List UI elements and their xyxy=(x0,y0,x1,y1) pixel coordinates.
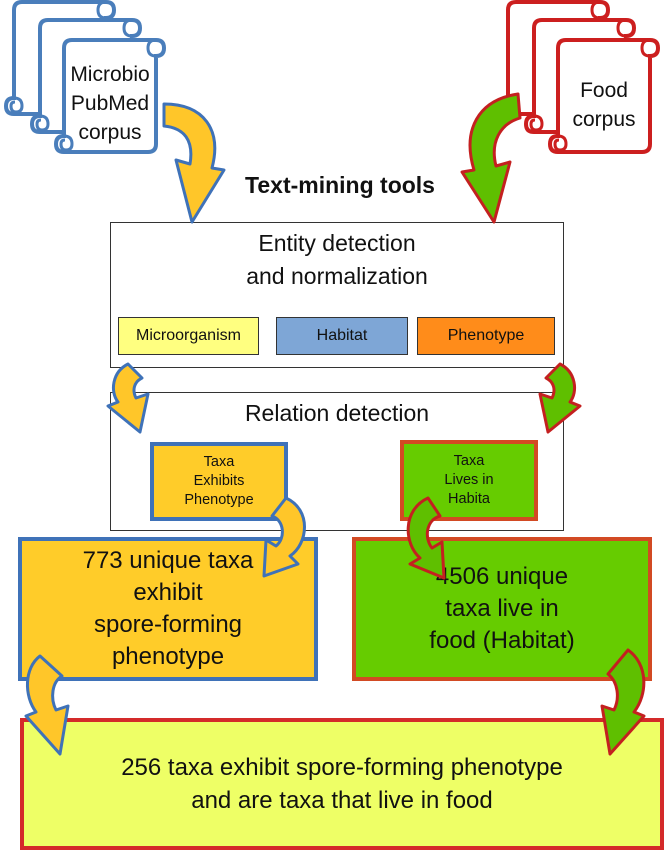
entity-detection-title-line: Entity detection xyxy=(258,230,416,256)
result-line: spore-forming xyxy=(93,611,243,638)
microbio-corpus-line: PubMed xyxy=(70,92,150,115)
food-corpus-label: Food corpus xyxy=(552,76,656,134)
entity-detection-title-line: and normalization xyxy=(246,263,428,289)
relation-line: Taxa xyxy=(453,453,485,469)
relation-taxa-exhibits-phenotype: Taxa Exhibits Phenotype xyxy=(150,442,288,521)
relation-line: Lives in xyxy=(444,472,494,488)
relation-line: Phenotype xyxy=(184,492,254,508)
tag-phenotype: Phenotype xyxy=(417,317,555,355)
microbio-corpus-line: corpus xyxy=(78,121,142,144)
text-mining-tools-heading: Text-mining tools xyxy=(245,172,435,198)
result-line: phenotype xyxy=(111,643,225,670)
result-line: 773 unique taxa xyxy=(82,547,254,574)
result-line: 4506 unique xyxy=(435,563,569,590)
result-line: exhibit xyxy=(133,579,203,606)
result-food-habitat-taxa: 4506 unique taxa live in food (Habitat) xyxy=(352,537,652,681)
tag-habitat: Habitat xyxy=(276,317,408,355)
relation-detection-title: Relation detection xyxy=(244,400,430,426)
relation-line: Taxa xyxy=(203,454,235,470)
entity-detection-title: Entity detection and normalization xyxy=(111,227,563,293)
result-line: food (Habitat) xyxy=(429,627,575,654)
entity-detection-panel: Entity detection and normalization Micro… xyxy=(110,222,564,368)
microbio-corpus-label: Microbio PubMed corpus xyxy=(58,60,162,147)
final-result-box: 256 taxa exhibit spore-forming phenotype… xyxy=(20,718,664,850)
final-result-line: and are taxa that live in food xyxy=(191,787,493,814)
microbio-corpus-line: Microbio xyxy=(70,63,150,86)
result-spore-forming-taxa: 773 unique taxa exhibit spore-forming ph… xyxy=(18,537,318,681)
food-corpus-line: Food xyxy=(580,79,628,102)
tag-microorganism: Microorganism xyxy=(118,317,259,355)
relation-line: Exhibits xyxy=(193,473,245,489)
relation-line: Habita xyxy=(448,491,490,507)
food-corpus-line: corpus xyxy=(572,108,636,131)
relation-taxa-lives-in-habitat: Taxa Lives in Habita xyxy=(400,440,538,521)
final-result-line: 256 taxa exhibit spore-forming phenotype xyxy=(121,754,563,781)
result-line: taxa live in xyxy=(445,595,559,622)
